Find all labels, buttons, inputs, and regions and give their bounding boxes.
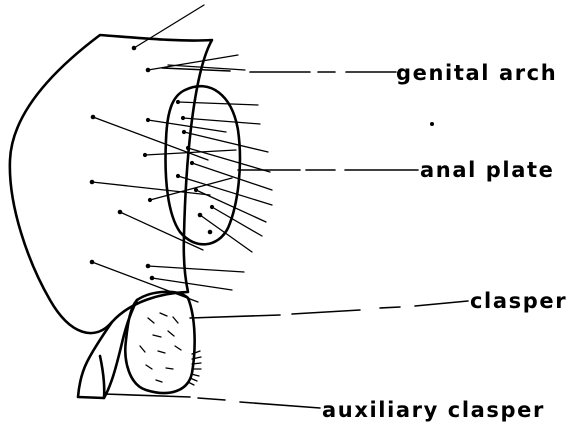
anal-plate-setae: [143, 100, 272, 236]
auxiliary-clasper-inner-line: [100, 356, 104, 398]
anal-plate-outline: [166, 86, 240, 244]
genital-arch-label: genital arch: [396, 61, 557, 85]
auxiliary-clasper-label: auxiliary clasper: [322, 398, 545, 422]
anal-plate-label: anal plate: [420, 158, 554, 182]
clasper-leader: [190, 301, 468, 318]
auxiliary-clasper-outline: [78, 300, 137, 398]
clasper-outline: [125, 292, 194, 393]
clasper-label: clasper: [470, 289, 567, 313]
setae: [90, 5, 434, 302]
genital-arch-leader: [162, 68, 396, 72]
clasper-texture: [140, 313, 181, 382]
auxiliary-clasper-leader: [104, 394, 320, 408]
